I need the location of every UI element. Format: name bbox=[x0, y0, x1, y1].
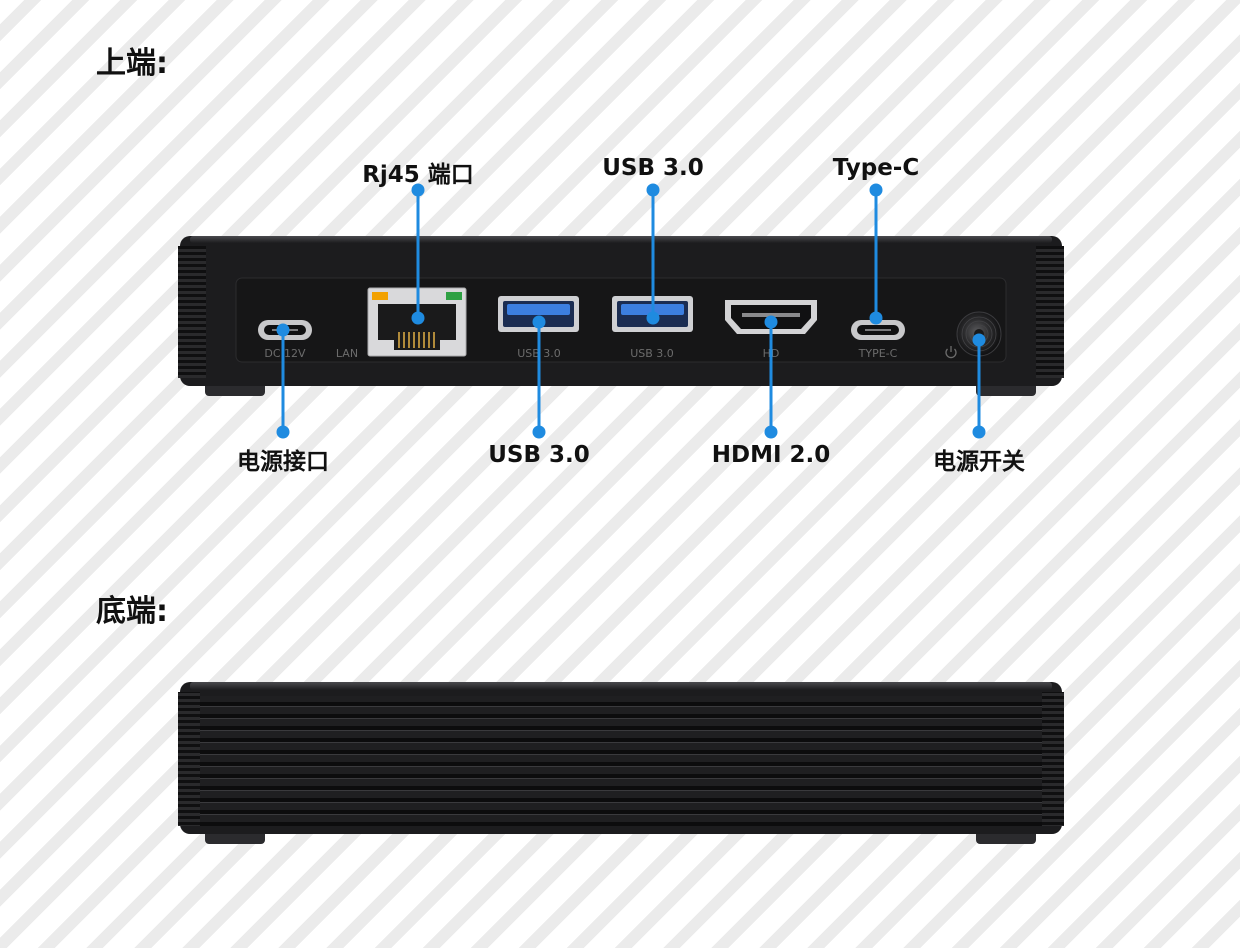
callout-typec: Type-C bbox=[832, 155, 920, 181]
callout-lines bbox=[276, 183, 986, 439]
usb-port-1 bbox=[498, 296, 579, 332]
port-label-typec: TYPE-C bbox=[858, 347, 898, 360]
vent-fins-rear-right bbox=[1042, 692, 1064, 826]
callout-power-switch: 电源开关 bbox=[933, 449, 1025, 475]
callout-usb-bottom: USB 3.0 bbox=[488, 442, 590, 468]
port-label-lan: LAN bbox=[336, 347, 358, 360]
power-icon bbox=[945, 346, 957, 359]
vent-fins-right bbox=[1036, 246, 1064, 378]
section-title-top: 上端: bbox=[96, 46, 168, 81]
vent-grooves bbox=[186, 696, 1056, 826]
callout-hdmi: HDMI 2.0 bbox=[711, 442, 831, 468]
callout-usb-top: USB 3.0 bbox=[602, 155, 704, 181]
device-rear-view bbox=[178, 682, 1064, 844]
callout-power-port: 电源接口 bbox=[237, 449, 329, 475]
vent-fins-left bbox=[178, 246, 206, 378]
device-front-view: DC 12V LAN USB 3.0 U bbox=[178, 236, 1064, 396]
port-label-dc: DC 12V bbox=[264, 347, 306, 360]
typec-port bbox=[851, 320, 905, 340]
lan-led-orange bbox=[372, 292, 388, 300]
section-title-bottom: 底端: bbox=[96, 594, 168, 629]
port-label-usb-2: USB 3.0 bbox=[630, 347, 674, 360]
lan-led-green bbox=[446, 292, 462, 300]
vent-fins-rear-left bbox=[178, 692, 200, 826]
